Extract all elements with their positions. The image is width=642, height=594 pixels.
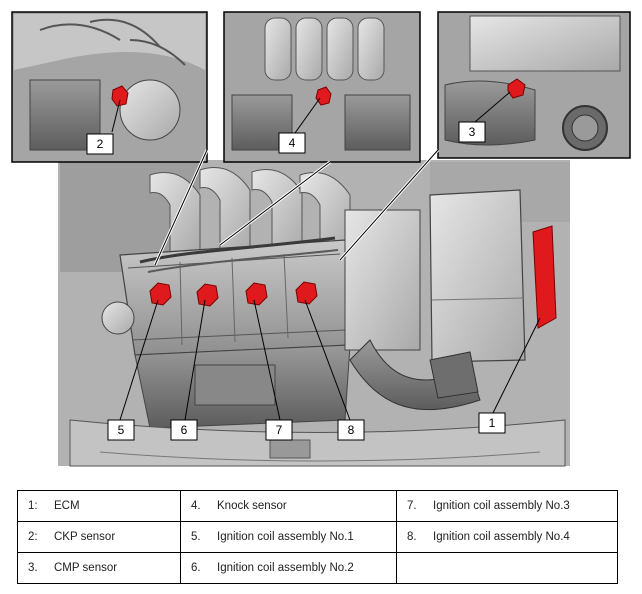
- svg-text:3: 3: [469, 125, 476, 139]
- legend-number: 2:: [28, 531, 38, 543]
- knock-sensor-highlight: [315, 86, 332, 106]
- legend-label: CKP sensor: [54, 531, 116, 543]
- legend-label: Ignition coil assembly No.2: [217, 562, 354, 574]
- svg-text:4: 4: [289, 136, 296, 150]
- cmp-sensor-highlight: [507, 78, 526, 99]
- legend-cell: 3. CMP sensor: [17, 552, 181, 584]
- legend-label: ECM: [54, 500, 80, 512]
- legend-number: 1:: [28, 500, 38, 512]
- legend-label: Ignition coil assembly No.1: [217, 531, 354, 543]
- callout-1: 1: [478, 412, 506, 434]
- ckp-sensor-highlight: [111, 85, 129, 107]
- ecm-highlight: [532, 225, 557, 329]
- legend-row: 3. CMP sensor 6. Ignition coil assembly No…: [17, 552, 618, 584]
- callout-2: 2: [86, 133, 114, 155]
- callout-8: 8: [337, 419, 365, 441]
- svg-text:6: 6: [181, 423, 188, 437]
- ignition-coil-4: [295, 281, 318, 305]
- legend-cell: 1: ECM: [17, 490, 181, 522]
- legend-cell: [396, 552, 618, 584]
- inset-knock-sensor: [223, 11, 421, 163]
- legend-cell: 5. Ignition coil assembly No.1: [180, 521, 397, 553]
- callout-6: 6: [170, 419, 198, 441]
- legend-label: Ignition coil assembly No.4: [433, 531, 570, 543]
- svg-text:8: 8: [348, 423, 355, 437]
- svg-text:2: 2: [97, 137, 104, 151]
- callout-7: 7: [265, 419, 293, 441]
- legend-cell: 2: CKP sensor: [17, 521, 181, 553]
- legend-cell: 4. Knock sensor: [180, 490, 397, 522]
- legend-label: Ignition coil assembly No.3: [433, 500, 570, 512]
- svg-text:5: 5: [118, 423, 125, 437]
- legend-row: 2: CKP sensor 5. Ignition coil assembly No…: [17, 521, 618, 553]
- legend-number: 4.: [191, 500, 201, 512]
- callout-4: 4: [278, 132, 306, 154]
- legend-number: 7.: [407, 500, 417, 512]
- ignition-coil-3: [245, 282, 268, 306]
- callout-5: 5: [107, 419, 135, 441]
- ignition-coils: [149, 281, 318, 307]
- ignition-coil-2: [196, 283, 219, 307]
- legend-label: Knock sensor: [217, 500, 287, 512]
- legend-number: 8.: [407, 531, 417, 543]
- legend-number: 5.: [191, 531, 201, 543]
- svg-text:1: 1: [489, 416, 496, 430]
- svg-text:7: 7: [276, 423, 283, 437]
- legend-row: 1: ECM 4. Knock sensor 7. Ignition coil ass…: [17, 490, 618, 522]
- legend-cell: 7. Ignition coil assembly No.3: [396, 490, 618, 522]
- legend-number: 3.: [28, 562, 38, 574]
- engine-component-diagram: 1 2 3 4 5 6 7 8: [11, 11, 631, 467]
- legend-label: CMP sensor: [54, 562, 118, 574]
- legend-cell: 8. Ignition coil assembly No.4: [396, 521, 618, 553]
- ignition-coil-1: [149, 282, 172, 306]
- leader-lines-outline: [111, 91, 541, 421]
- legend-table: 1: ECM 4. Knock sensor 7. Ignition coil ass…: [17, 490, 618, 584]
- legend-cell: 6. Ignition coil assembly No.2: [180, 552, 397, 584]
- legend-number: 6.: [191, 562, 201, 574]
- callout-3: 3: [458, 121, 486, 143]
